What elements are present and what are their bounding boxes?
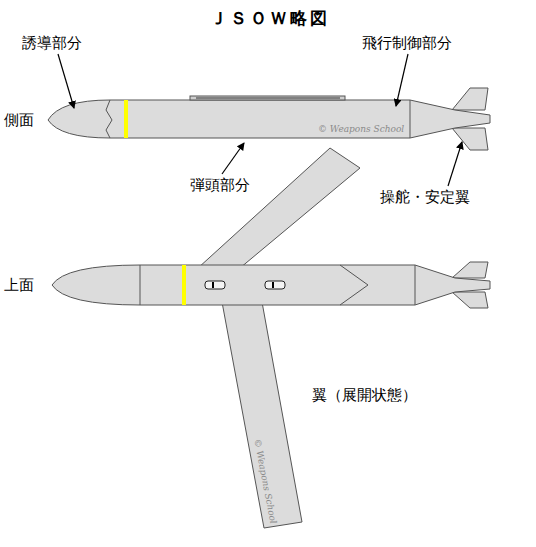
diagram-title: ＪＳＯＷ略図 [210,8,330,28]
view-name: 上面 [4,276,34,294]
part-name: 操舵・安定翼 [380,188,470,206]
watermark: © Weapons School [318,124,404,135]
view-name: 側面 [4,111,34,129]
part-name: 弾頭部分 [190,176,250,194]
part-name: 誘導部分 [22,34,82,52]
part-name: 翼（展開状態） [312,386,417,404]
part-name: 飛行制御部分 [362,34,452,52]
